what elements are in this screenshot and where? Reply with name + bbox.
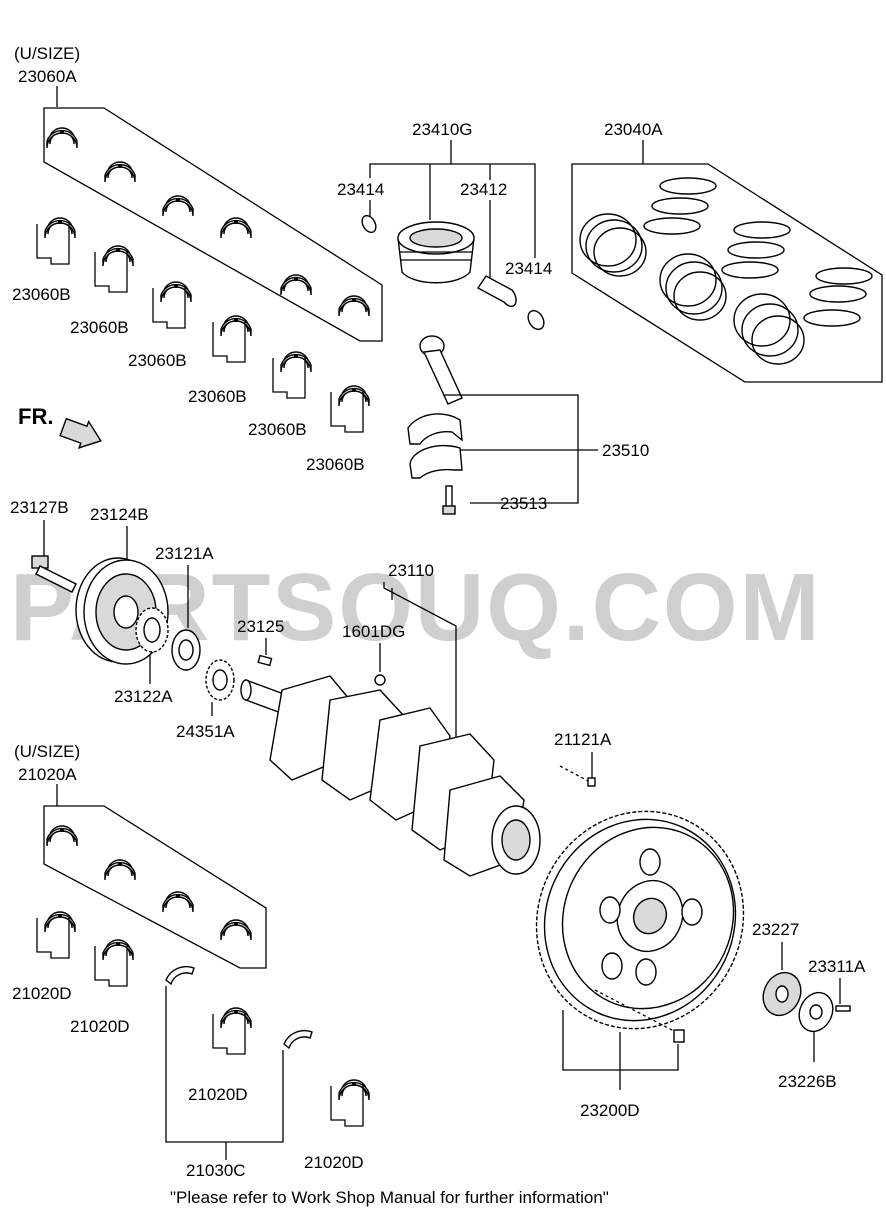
front-label: FR.: [18, 404, 53, 429]
thrust-washer-icon: [165, 965, 313, 1050]
part-21020D-label-3[interactable]: 21020D: [188, 1085, 248, 1104]
bearing-set-panel: [43, 107, 383, 342]
part-23060B-label-5[interactable]: 23060B: [248, 420, 307, 439]
part-21020A-label[interactable]: 21020A: [18, 765, 77, 784]
lower-bearing-set-panel: [43, 805, 267, 969]
part-23121A-label[interactable]: 23121A: [155, 544, 214, 563]
arrow-front-icon: [59, 417, 102, 449]
part-23110-label[interactable]: 23110: [388, 561, 434, 580]
part-23227-label[interactable]: 23227: [752, 920, 799, 939]
piston-ring-panel: [571, 163, 883, 383]
part-23122A-label[interactable]: 23122A: [114, 687, 173, 706]
part-21020D-label-4[interactable]: 21020D: [304, 1153, 364, 1172]
part-23125-label[interactable]: 23125: [237, 617, 284, 636]
part-23414-label-1[interactable]: 23414: [337, 180, 384, 199]
part-23226B-label[interactable]: 23226B: [778, 1072, 837, 1091]
part-23200D-label[interactable]: 23200D: [580, 1101, 640, 1120]
footer-note: "Please refer to Work Shop Manual for fu…: [170, 1188, 609, 1207]
part-23414-label-2[interactable]: 23414: [505, 259, 552, 278]
part-23060B-label-4[interactable]: 23060B: [188, 387, 247, 406]
bolt-icon: [31, 555, 77, 593]
piston-ring-icon: [579, 177, 873, 365]
part-23040A-label[interactable]: 23040A: [604, 120, 663, 139]
usize-bottom-label: (U/SIZE): [14, 742, 80, 761]
part-23311A-label[interactable]: 23311A: [808, 957, 866, 976]
part-23510-label[interactable]: 23510: [602, 441, 649, 460]
bearing-shell-icon: [46, 127, 370, 317]
crankshaft-icon: [240, 675, 541, 877]
part-23060B-label-2[interactable]: 23060B: [70, 318, 129, 337]
usize-top-label: (U/SIZE): [14, 44, 80, 63]
part-1601DG-label[interactable]: 1601DG: [342, 622, 405, 641]
part-23513-label[interactable]: 23513: [500, 494, 547, 513]
part-21020D-label-2[interactable]: 21020D: [70, 1017, 130, 1036]
part-23412-label[interactable]: 23412: [460, 180, 507, 199]
part-23060B-label-1[interactable]: 23060B: [12, 285, 71, 304]
piston-icon: [361, 214, 545, 331]
flywheel-icon: [535, 810, 745, 1030]
part-21020D-label-1[interactable]: 21020D: [12, 984, 72, 1003]
part-23410G-label[interactable]: 23410G: [412, 120, 473, 139]
part-23060A-label[interactable]: 23060A: [18, 67, 77, 86]
part-23060B-label-6[interactable]: 23060B: [306, 455, 365, 474]
part-23124B-label[interactable]: 23124B: [90, 505, 149, 524]
part-23060B-label-3[interactable]: 23060B: [128, 351, 187, 370]
bolt-icon: [442, 485, 456, 515]
part-21030C-label[interactable]: 21030C: [186, 1161, 246, 1180]
connecting-rod-icon: [407, 335, 463, 479]
bearing-shell-icon: [36, 825, 370, 1127]
part-21121A-label[interactable]: 21121A: [554, 730, 612, 749]
part-24351A-label[interactable]: 24351A: [176, 722, 235, 741]
flexplate-icon: [762, 971, 851, 1033]
sprocket-icon: [135, 607, 235, 701]
part-23127B-label[interactable]: 23127B: [10, 498, 69, 517]
